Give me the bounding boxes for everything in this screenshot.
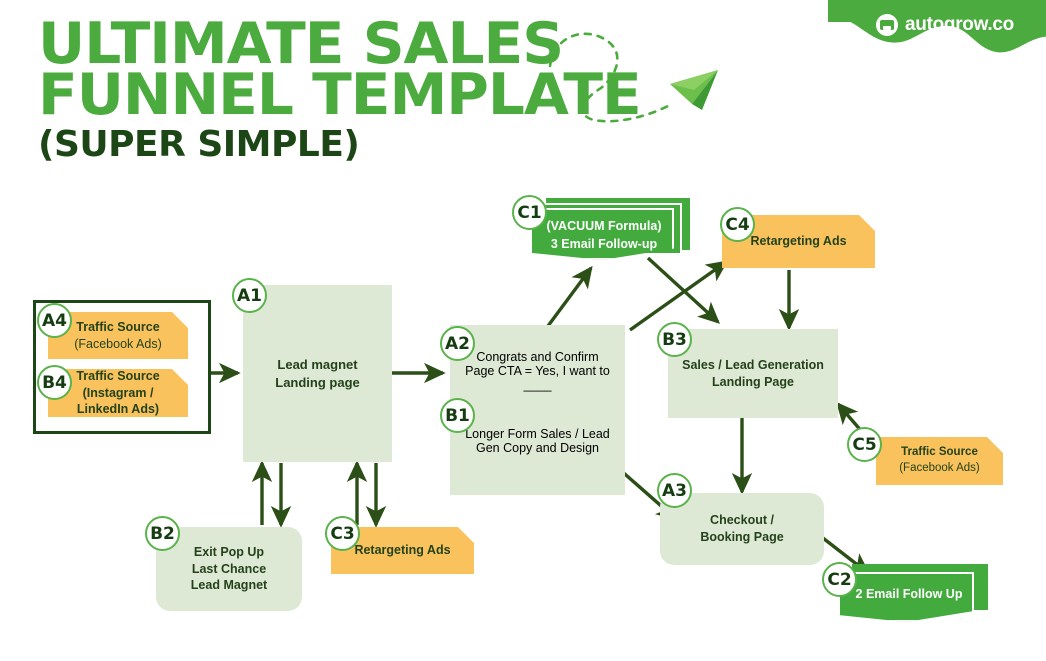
badge-a2: A2 [440, 326, 475, 361]
node-c3-label: Retargeting Ads [354, 543, 451, 558]
badge-b1: B1 [440, 398, 475, 433]
badge-c3: C3 [325, 516, 360, 551]
node-a4-label: Traffic Source (Facebook Ads) [64, 319, 172, 353]
node-b1-line2: Gen Copy and Design [476, 441, 599, 455]
brand-name: autogrow.co [905, 14, 1014, 35]
node-a2-b1-panel[interactable] [450, 325, 625, 495]
badge-a1: A1 [232, 278, 267, 313]
brand-logo: autogrow.co [876, 14, 1014, 36]
node-b3[interactable]: Sales / Lead Generation Landing Page [668, 329, 838, 418]
title-line-1: ULTIMATE SALES [38, 11, 564, 77]
badge-b3: B3 [657, 322, 692, 357]
badge-c5: C5 [847, 427, 882, 462]
badge-c4: C4 [720, 207, 755, 242]
node-b1-line1: Longer Form Sales / Lead [465, 427, 610, 441]
badge-c1: C1 [512, 195, 547, 230]
node-b2-line3: Lead Magnet [190, 578, 268, 593]
header-green-blob [828, 0, 1046, 53]
node-a1-line1: Lead magnet [277, 356, 358, 372]
node-c1[interactable]: (VACUUM Formula) 3 Email Follow-up [530, 198, 690, 260]
node-b3-label: Sales / Lead Generation Landing Page [672, 357, 834, 391]
robot-face-icon [876, 14, 898, 36]
node-a3-line2: Booking Page [700, 530, 784, 544]
node-c5-label: Traffic Source (Facebook Ads) [889, 445, 990, 476]
badge-a4: A4 [37, 303, 72, 338]
node-a2-line3: ____ [523, 378, 552, 392]
node-c1-line2: 3 Email Follow-up [550, 236, 658, 251]
node-a3-line1: Checkout / [710, 513, 774, 528]
node-a2-line2: Page CTA = Yes, I want to [465, 364, 610, 378]
node-c5[interactable]: Traffic Source (Facebook Ads) [876, 437, 1003, 485]
node-b2-line2: Last Chance [191, 561, 267, 576]
title-line-3: (SUPER SIMPLE) [38, 124, 360, 166]
node-a1-line2: Landing page [275, 374, 360, 390]
node-c5-line1: Traffic Source [901, 446, 978, 459]
node-c2-label: 2 Email Follow Up [855, 587, 963, 601]
node-c2-layer-1 [838, 572, 974, 622]
node-a1-label: Lead magnet Landing page [265, 356, 370, 391]
node-b3-line2: Landing Page [712, 374, 794, 389]
node-a2-line1: Congrats and Confirm [476, 350, 599, 364]
node-b4-label: Traffic Source (Instagram / LinkedIn Ads… [66, 368, 169, 419]
node-a4-line2: (Facebook Ads) [74, 336, 162, 351]
node-c2[interactable]: 2 Email Follow Up [838, 564, 988, 622]
badge-a3: A3 [657, 473, 692, 508]
node-b3-line1: Sales / Lead Generation [682, 357, 824, 372]
dashed-loop-trail [548, 32, 670, 123]
title-line-2: FUNNEL TEMPLATE [38, 62, 642, 129]
node-a2-label: Congrats and Confirm Page CTA = Yes, I w… [450, 350, 625, 392]
node-b4-line3: LinkedIn Ads) [76, 402, 160, 417]
node-a3[interactable]: Checkout / Booking Page [660, 493, 824, 565]
node-c1-layer-1 [530, 208, 674, 260]
node-c1-label: (VACUUM Formula) 3 Email Follow-up [524, 218, 684, 253]
node-b1-label: Longer Form Sales / Lead Gen Copy and De… [450, 427, 625, 455]
node-a3-label: Checkout / Booking Page [690, 512, 793, 546]
badge-b4: B4 [37, 365, 72, 400]
node-b4-line2: (Instagram / [82, 385, 154, 400]
paper-plane-icon [670, 70, 718, 110]
page-title: ULTIMATE SALES FUNNEL TEMPLATE (SUPER SI… [38, 15, 678, 166]
node-a4-line1: Traffic Source [76, 319, 160, 334]
node-b2-line1: Exit Pop Up [193, 544, 265, 559]
node-a1[interactable]: Lead magnet Landing page [243, 285, 392, 462]
badge-b2: B2 [145, 516, 180, 551]
node-b4-line1: Traffic Source [76, 368, 160, 383]
node-c4-label: Retargeting Ads [750, 234, 847, 249]
badge-c2: C2 [822, 562, 857, 597]
node-c5-line2: (Facebook Ads) [899, 462, 980, 474]
node-b2[interactable]: Exit Pop Up Last Chance Lead Magnet [156, 527, 302, 611]
node-b2-label: Exit Pop Up Last Chance Lead Magnet [181, 544, 277, 595]
node-c1-line1: (VACUUM Formula) [546, 219, 662, 233]
